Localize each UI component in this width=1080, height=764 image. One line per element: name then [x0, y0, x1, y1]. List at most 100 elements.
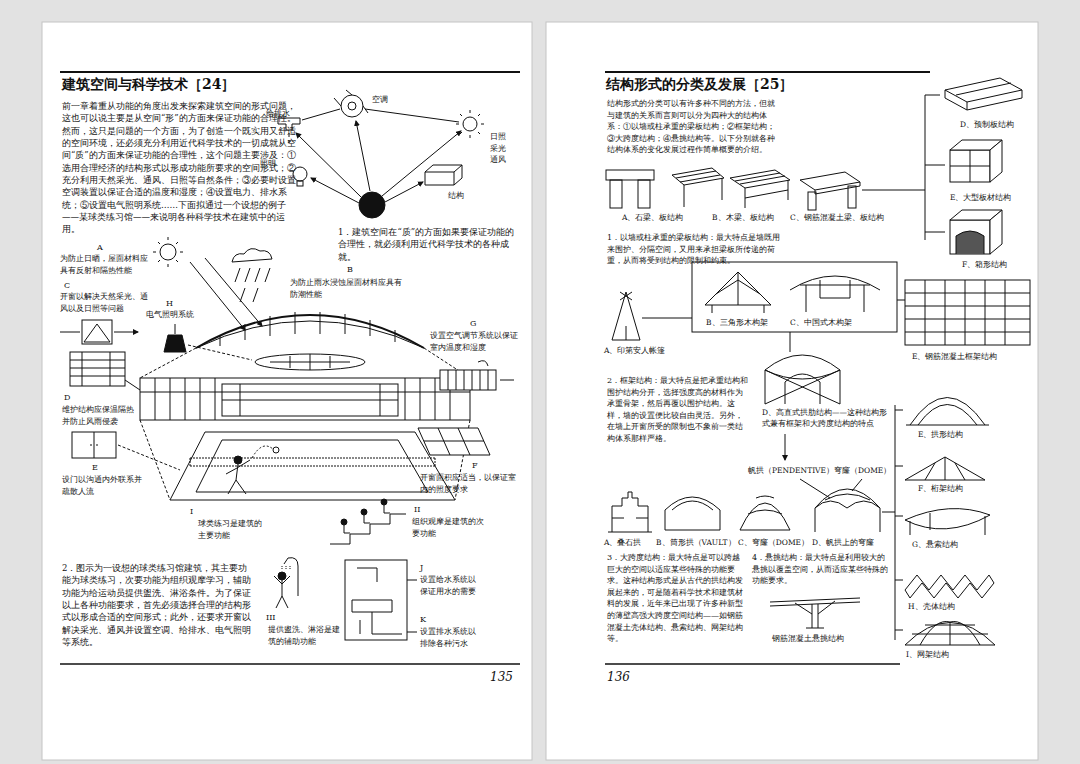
annotation: F、箱形结构 [962, 260, 1024, 271]
gym-illustration-part [140, 348, 470, 378]
structure-sketches-part [612, 292, 640, 340]
page-sheet [42, 22, 1038, 760]
body-paragraph: 1．以墙或柱承重的梁板结构：最大特点是墙既用来围护、分隔空间，又用来承担梁板所传… [607, 232, 787, 267]
annotation: 为防止雨水浸蚀屋面材料应具有防潮性能 [290, 277, 402, 300]
gym-illustration-part [205, 258, 262, 326]
gym-illustration-part [222, 384, 398, 416]
annotation: 帆拱（PENDENTIVE） [748, 466, 832, 477]
annotation: G、悬索结构 [912, 540, 974, 551]
structure-sketches-part [765, 355, 840, 404]
gym-illustration-part [278, 572, 286, 580]
structure-sketches-part [905, 280, 1030, 345]
structure-sketches-part [945, 83, 1022, 110]
gym-illustration-part [234, 456, 242, 464]
annotation: A、印第安人帐篷 [604, 346, 676, 357]
gym-illustration-part [440, 370, 496, 390]
structure-sketches-part [815, 489, 880, 532]
structure-sketches-part [638, 180, 650, 208]
annotation: 钢筋混凝土悬挑结构 [772, 634, 862, 645]
gym-illustration-part [235, 268, 270, 302]
gym-illustration-part [418, 428, 490, 455]
gym-illustration-part [125, 380, 140, 390]
callout-letter: A [97, 242, 107, 254]
structure-sketches-part [925, 95, 945, 240]
annotation: C、钢筋混凝土梁、板结构 [790, 213, 900, 224]
annotation: 球类练习是建筑的主要功能 [198, 518, 266, 541]
structure-sketches-part [735, 173, 788, 208]
structure-sketches-part [606, 170, 654, 180]
body-paragraph: 结构形式的分类可以有许多种不同的方法，但就与建筑的关系而言则可以分为四种大的结构… [607, 98, 779, 156]
gym-illustration-part [222, 384, 398, 416]
tech-star-diagram [278, 90, 484, 218]
structure-sketches-part [950, 150, 990, 182]
gym-illustration-part [270, 354, 350, 370]
annotation: 设置空气调节系统以保证室内温度和湿度 [430, 330, 522, 353]
gym-illustration-part [352, 568, 402, 634]
annotation: B、三角形木构架 [706, 318, 782, 329]
gym-illustration-part [196, 315, 424, 348]
body-paragraph: 2．框架结构：最大特点是把承重结构和围护结构分开，选择强度高的材料作为承重骨架，… [607, 375, 749, 445]
annotation: E、大型板材结构 [950, 193, 1030, 204]
annotation: 提供盥洗、淋浴是建筑的辅助功能 [268, 624, 340, 647]
annotation: 穹窿（DOME） [834, 466, 890, 477]
gym-illustration-part [282, 566, 290, 569]
gym-illustration-part [252, 446, 273, 458]
page-sheet-part [546, 22, 1038, 760]
tech-star-diagram-part [311, 178, 359, 203]
structure-sketches-part [608, 492, 652, 532]
callout-letter: I [190, 506, 200, 518]
gym-illustration-part [345, 560, 407, 640]
structure-sketches-part [665, 497, 720, 530]
structure-sketches-part [770, 598, 860, 628]
gym-illustration-part [384, 505, 390, 513]
gym-illustration-part [175, 324, 176, 334]
structure-sketches-part [642, 318, 692, 319]
rule-line-part [60, 71, 520, 73]
rule-line-part [60, 663, 520, 665]
structure-sketches-part [712, 272, 764, 313]
gym-illustration-part [170, 432, 455, 500]
gym-illustration-part [273, 447, 279, 453]
annotation: F、桁架结构 [918, 484, 980, 495]
annotation: 为防止日晒，屋面材料应具有反射和隔热性能 [60, 253, 152, 276]
tech-star-diagram-part [382, 131, 461, 196]
annotation: D、预制板结构 [960, 120, 1032, 131]
callout-letter: 空调 [372, 94, 404, 106]
gym-illustration-part [361, 509, 367, 515]
tech-star-diagram-part [359, 192, 385, 218]
gym-illustration-part [407, 632, 417, 633]
annotation: 维护结构应保温隔热并防止风雨侵袭 [62, 404, 136, 427]
structure-sketches-part [950, 150, 990, 182]
page-sheet-part [42, 22, 532, 760]
structure-sketches-part [905, 621, 995, 645]
callout-letter: H [166, 298, 176, 310]
page-heading: 建筑空间与科学技术［24］ [62, 76, 235, 94]
structure-sketches-part [848, 186, 856, 208]
structure-sketches [606, 78, 1030, 645]
annotation: 组织观摩是建筑的次要功能 [412, 516, 486, 539]
gym-illustration-part [140, 378, 470, 420]
annotation: D、高直式拱肋结构——这种结构形式兼有框架和大跨度结构的特点 [762, 408, 890, 430]
structure-sketches-part [790, 276, 880, 312]
annotation: H、壳体结构 [908, 602, 970, 613]
gym-illustration-part [70, 352, 125, 386]
gym-illustration-part [118, 445, 180, 470]
callout-letter: E [92, 462, 102, 474]
gym-illustration-part [160, 244, 176, 260]
gym-illustration-part [90, 432, 98, 458]
structure-sketches-part [790, 332, 791, 352]
structure-sketches-part [740, 496, 790, 530]
structure-sketches-part [905, 575, 994, 598]
structure-sketches-part [905, 509, 990, 535]
structure-sketches-part [852, 479, 862, 491]
structure-sketches-part [950, 220, 990, 254]
annotation: I、网架结构 [906, 650, 968, 661]
callout-letter: 照明 [260, 158, 288, 170]
annotation: 电气照明系统 [146, 309, 210, 321]
gym-illustration-part [364, 515, 370, 523]
gym-illustration-part [140, 378, 470, 420]
gym-illustration-part [448, 370, 488, 390]
structure-sketches-part [610, 180, 622, 208]
callout-letter: F [472, 460, 482, 472]
